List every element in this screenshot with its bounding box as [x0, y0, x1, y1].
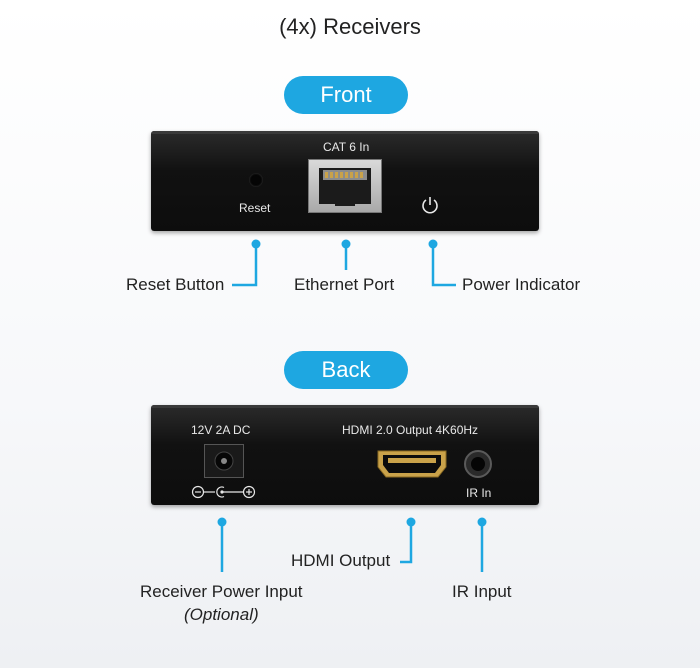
callout-ethernet-port: Ethernet Port: [294, 275, 395, 294]
dc-label: 12V 2A DC: [191, 423, 251, 437]
callout-power-indicator: Power Indicator: [462, 275, 581, 294]
device-top-edge: [151, 405, 539, 408]
polarity-icon: [191, 485, 256, 499]
callout-optional: (Optional): [184, 605, 259, 624]
rj45-port-icon: [319, 168, 371, 206]
reset-label: Reset: [239, 201, 271, 215]
power-icon: [422, 197, 438, 214]
polarity-symbol: [191, 485, 257, 504]
hdmi-label: HDMI 2.0 Output 4K60Hz: [342, 423, 479, 437]
callout-ir-input: IR Input: [452, 582, 512, 601]
ir-jack[interactable]: [464, 450, 492, 478]
device-top-edge: [151, 131, 539, 134]
ir-jack-icon: [471, 457, 485, 471]
page-title: (4x) Receivers: [279, 14, 421, 39]
callout-hdmi-output: HDMI Output: [291, 551, 391, 570]
hdmi-port-icon: [377, 450, 447, 478]
ethernet-port[interactable]: [308, 159, 382, 213]
ir-label: IR In: [466, 486, 492, 500]
dc-power-jack[interactable]: [204, 444, 244, 478]
cat6-label: CAT 6 In: [323, 140, 370, 154]
power-indicator: [421, 195, 439, 220]
hdmi-port[interactable]: [376, 449, 448, 484]
dc-jack-icon: [214, 451, 234, 471]
front-pill: Front: [284, 76, 408, 114]
callout-receiver-power-input: Receiver Power Input: [140, 582, 303, 601]
back-device-panel: 12V 2A DC HDMI 2.0 Output 4K60Hz: [151, 405, 539, 505]
callout-reset-button: Reset Button: [126, 275, 225, 294]
front-device-panel: Reset CAT 6 In: [151, 131, 539, 231]
reset-button[interactable]: [249, 173, 263, 187]
back-pill: Back: [284, 351, 408, 389]
